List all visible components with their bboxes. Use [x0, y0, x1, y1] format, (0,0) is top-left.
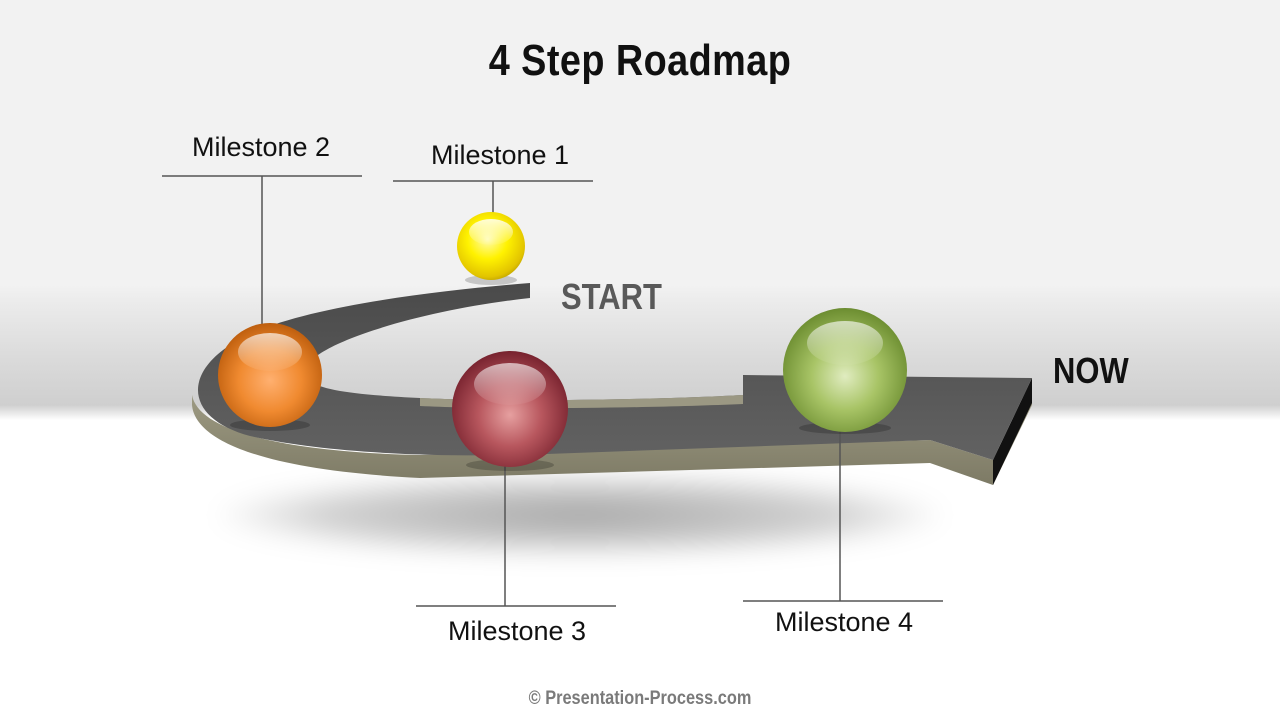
- leader-lines: [162, 175, 943, 607]
- milestone-1-sphere: [457, 212, 525, 285]
- now-label: NOW: [1053, 350, 1129, 391]
- arrow-tip-face: [993, 378, 1032, 485]
- milestone-4-sphere: [783, 308, 907, 434]
- slide-title: 4 Step Roadmap: [488, 36, 792, 85]
- milestone-2-sphere: [218, 323, 322, 431]
- start-label: START: [561, 276, 662, 317]
- milestone-3-label: Milestone 3: [447, 616, 587, 646]
- arrow-shadow: [210, 473, 950, 557]
- milestone-3-sphere: [452, 351, 568, 471]
- milestone-1-label: Milestone 1: [430, 140, 570, 170]
- milestone-2-label: Milestone 2: [191, 132, 331, 162]
- arrow-side-face: [192, 380, 1032, 485]
- copyright-footer: © Presentation-Process.com: [528, 688, 752, 709]
- milestone-4-label: Milestone 4: [774, 607, 914, 637]
